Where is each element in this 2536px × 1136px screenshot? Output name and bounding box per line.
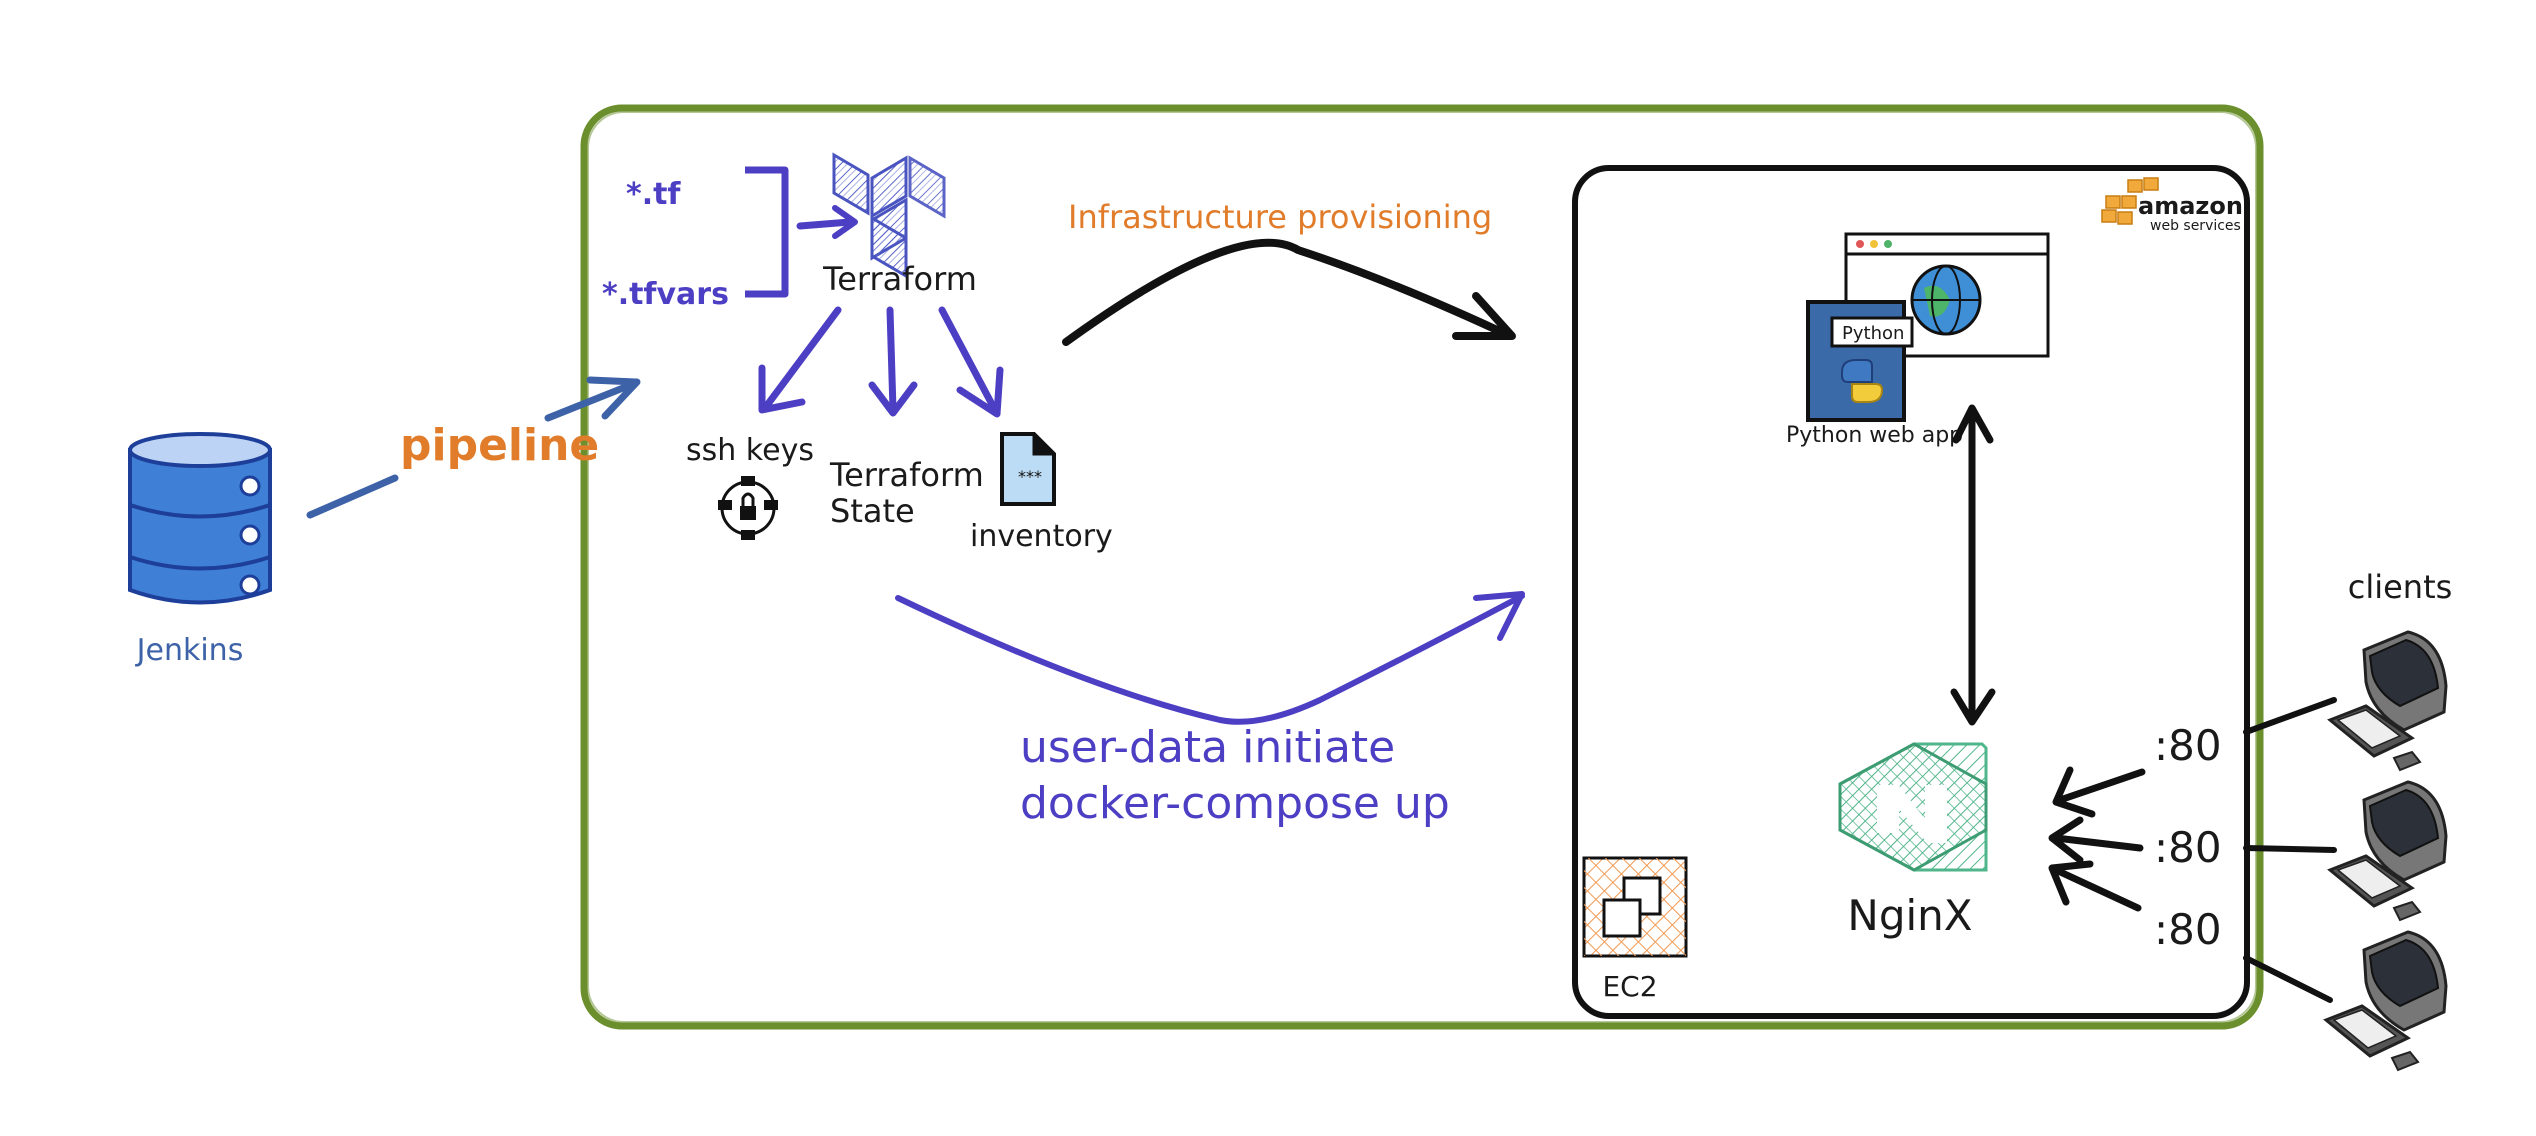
client-connection-lines: [2243, 697, 2337, 1003]
ec2-instance-icon: [1582, 856, 1688, 958]
inputs-bracket: [745, 166, 789, 298]
aws-boxes-icon: [2101, 177, 2159, 225]
svg-text:***: ***: [1018, 467, 1042, 486]
ec2-label: EC2: [1602, 970, 1657, 1003]
jenkins-label: Jenkins: [135, 633, 244, 668]
nginx-label: NginX: [1847, 891, 1972, 940]
ssh-keys-label: ssh keys: [686, 433, 814, 468]
python-book-icon: Python: [1806, 300, 1914, 422]
terraform-state-label-line1: Terraform: [829, 456, 984, 494]
aws-logo-sub: web services: [2150, 218, 2241, 234]
python-web-app: Python Python web app: [1786, 232, 2050, 448]
terraform-output-arrows: [758, 306, 1004, 418]
user-data-label-line2: docker-compose up: [1020, 778, 1450, 829]
terraform-state-label-line2: State: [830, 492, 915, 530]
inventory-label: inventory: [970, 519, 1113, 554]
nginx-node: NginX: [1838, 742, 1988, 940]
ec2-node: EC2: [1582, 856, 1688, 1003]
client-computer-3: [2323, 930, 2448, 1072]
database-icon: [128, 432, 272, 605]
webapp-nginx-double-arrow: [1950, 404, 1996, 726]
desktop-computer-icon: [2327, 780, 2448, 922]
desktop-computer-icon: [2323, 930, 2448, 1072]
inventory-file-icon: ***: [1000, 432, 1056, 506]
python-web-app-label: Python web app: [1786, 423, 1963, 448]
infra-provisioning-label: Infrastructure provisioning: [1068, 198, 1492, 236]
inputs-to-terraform-arrow: [796, 205, 858, 239]
key-network-icon: [718, 476, 778, 540]
clients-label: clients: [2348, 568, 2453, 606]
terraform-label: Terraform: [822, 260, 977, 298]
pipeline-arrow: [306, 376, 641, 519]
tf-file-label: *.tf: [626, 177, 681, 212]
aws-account-frame: [1572, 165, 2250, 1019]
port-label-2: :80: [2154, 823, 2222, 872]
nginx-logo-icon: [1838, 742, 1988, 872]
python-badge: Python: [1842, 323, 1904, 344]
jenkins-node: Jenkins: [128, 432, 272, 668]
aws-logo-word: amazon: [2138, 192, 2243, 220]
desktop-computer-icon: [2327, 630, 2448, 772]
client-computer-2: [2327, 780, 2448, 922]
port-label-3: :80: [2154, 905, 2222, 954]
pipeline-label: pipeline: [400, 420, 599, 471]
user-data-label-line1: user-data initiate: [1020, 722, 1395, 773]
terraform-logo-icon: [832, 152, 946, 279]
user-data-arrow: [895, 591, 1525, 725]
pipeline-scope-frame: [580, 104, 2264, 1030]
aws-logo: amazon web services: [2101, 177, 2243, 234]
client-computer-1: [2327, 630, 2448, 772]
tfvars-file-label: *.tfvars: [602, 277, 729, 312]
client-to-nginx-arrows: [2048, 766, 2146, 912]
globe-icon: [1910, 264, 1982, 336]
infra-provisioning-arrow: [1062, 238, 1516, 346]
port-label-1: :80: [2154, 721, 2222, 770]
